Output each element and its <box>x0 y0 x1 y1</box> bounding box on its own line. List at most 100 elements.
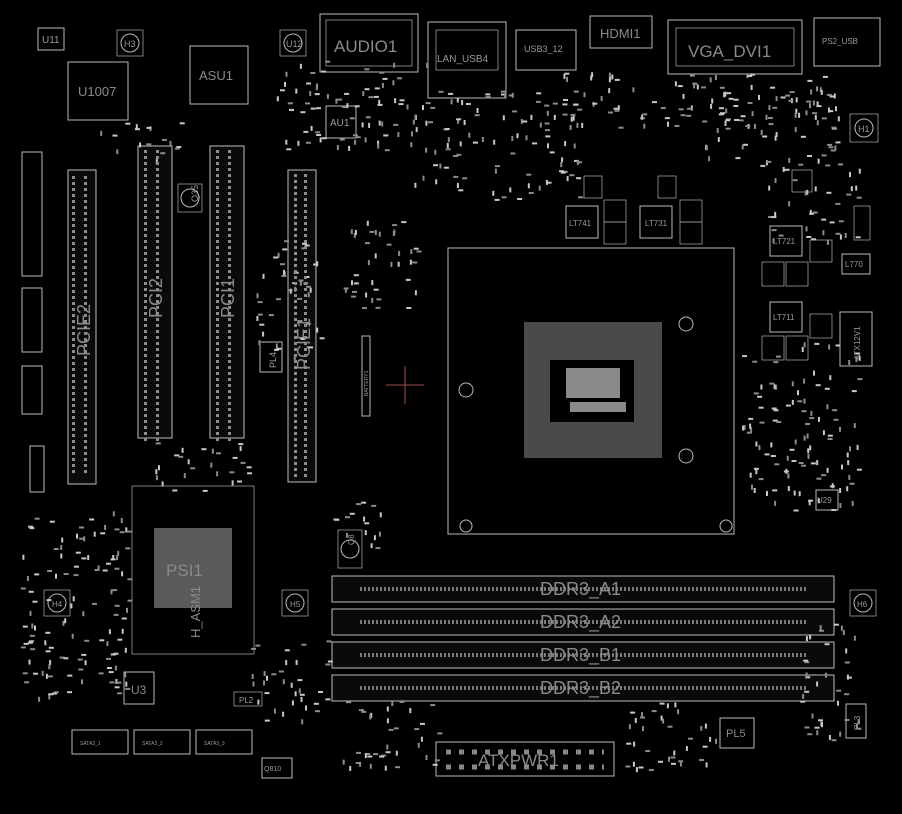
smd-pad <box>158 465 160 471</box>
smd-pad <box>365 116 371 119</box>
smd-pad <box>754 123 756 129</box>
ddr3-slot-a1: DDR3_A1 <box>331 575 835 603</box>
pl5-label: PL5 <box>726 728 746 740</box>
pci2-slot: PCI2 <box>137 145 173 439</box>
q35-component: Q35 <box>177 183 203 213</box>
slot-pin <box>72 452 75 455</box>
smd-pad <box>826 93 832 96</box>
h3-label: H3 <box>124 39 136 49</box>
smd-pad <box>62 620 65 626</box>
smd-pad <box>546 181 552 184</box>
smd-pad <box>810 410 813 416</box>
smd-pad <box>117 550 120 556</box>
smd-pad <box>831 509 837 511</box>
smd-pad <box>117 638 123 641</box>
smd-pad <box>67 674 73 677</box>
smd-pad <box>846 452 849 458</box>
smd-pad <box>398 103 404 106</box>
slot-pin <box>84 302 87 305</box>
smd-pad <box>501 93 506 96</box>
slot-pin <box>216 342 219 345</box>
slot-pin <box>294 180 297 183</box>
slot-pin <box>294 408 297 411</box>
slot-pin <box>72 230 75 233</box>
slot-pin <box>304 366 307 369</box>
smd-pad <box>688 737 693 740</box>
smd-pad <box>806 433 809 439</box>
slot-pin <box>294 318 297 321</box>
smd-pad <box>300 697 303 702</box>
smd-pad <box>576 177 582 180</box>
smd-pad <box>705 762 708 768</box>
smd-pad <box>795 97 798 103</box>
slot-pin <box>228 378 231 381</box>
slot-pin <box>156 210 159 213</box>
smd-pad <box>364 753 367 759</box>
smd-pad <box>771 216 777 219</box>
smd-pad <box>757 395 763 398</box>
smd-pad <box>821 154 827 157</box>
slot-pin <box>84 272 87 275</box>
smd-pad <box>718 107 724 110</box>
smd-pad <box>119 531 125 534</box>
slot-pin <box>304 198 307 201</box>
smd-pad <box>315 710 320 713</box>
smd-pad <box>847 460 850 466</box>
lt741-inductor: LT741 <box>565 205 599 239</box>
smd-pad <box>378 120 381 126</box>
smd-pad <box>788 201 791 207</box>
smd-pad <box>856 444 859 450</box>
smd-pad <box>44 640 47 646</box>
slot-pin <box>156 342 159 345</box>
smd-pad <box>263 671 266 677</box>
smd-pad <box>264 719 270 722</box>
smd-pad <box>351 280 353 286</box>
smd-pad <box>414 114 417 120</box>
smd-pad <box>835 232 841 235</box>
smd-pad <box>81 557 87 560</box>
smd-pad <box>211 448 214 454</box>
slot-pin <box>304 456 307 459</box>
smd-pad <box>348 145 351 151</box>
smd-pad <box>544 104 550 107</box>
smd-pad <box>803 398 806 404</box>
smd-pad <box>785 94 791 97</box>
slot-pin <box>294 246 297 249</box>
slot-pin <box>216 204 219 207</box>
slot-pin <box>72 176 75 179</box>
slot-pin <box>144 414 147 417</box>
smd-pad <box>755 441 758 447</box>
smd-pad <box>67 691 72 694</box>
smd-pad <box>801 347 804 352</box>
smd-pad <box>660 107 666 110</box>
smd-pad <box>493 139 496 145</box>
smd-pad <box>831 126 837 129</box>
lt731-label: LT731 <box>645 219 668 228</box>
smd-pad <box>55 573 57 579</box>
slot-pin <box>156 168 159 171</box>
smd-pad <box>351 295 357 298</box>
smd-pad <box>70 603 73 609</box>
pl2-inductor: PL2 <box>233 691 263 707</box>
h-asm-label: H_ASM1 <box>188 586 203 638</box>
slot-pin <box>228 156 231 159</box>
smd-pad <box>836 689 842 692</box>
slot-pin <box>294 288 297 291</box>
smd-pad <box>319 137 322 143</box>
smd-pad <box>456 118 462 121</box>
slot-pin <box>304 258 307 261</box>
smd-pad <box>814 342 820 345</box>
smd-pad <box>406 307 412 309</box>
slot-pin <box>304 468 307 471</box>
smd-pad <box>49 660 52 666</box>
slot-pin <box>304 414 307 417</box>
slot-pin <box>72 416 75 419</box>
pl3-label: PL3 <box>853 715 862 730</box>
slot-pin <box>304 282 307 285</box>
smd-pad <box>393 229 396 235</box>
smd-pad <box>743 425 746 430</box>
slot-pin <box>72 248 75 251</box>
slot-pin <box>84 182 87 185</box>
smd-pad <box>76 533 78 539</box>
smd-pad <box>425 102 431 105</box>
